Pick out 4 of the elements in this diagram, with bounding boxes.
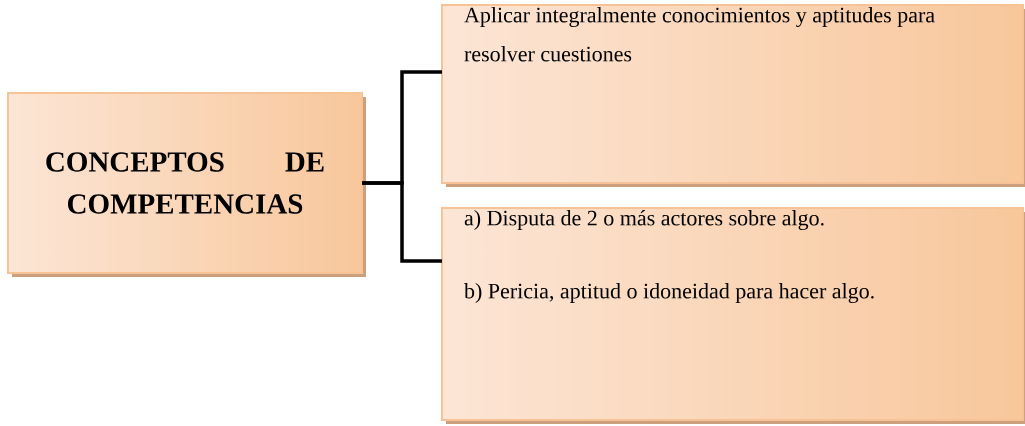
bracket-connector bbox=[362, 181, 442, 263]
text-box: Aplicar integralmente conocimientos y aptitudes para resolver cuestiones bbox=[441, 4, 1025, 187]
text-box: a) Disputa de 2 o más actores sobre algo. b) Pericia, aptitud o idoneidad para hacer algo. bbox=[441, 207, 1025, 424]
title-box: CONCEPTOS DE COMPETENCIAS bbox=[7, 92, 366, 277]
